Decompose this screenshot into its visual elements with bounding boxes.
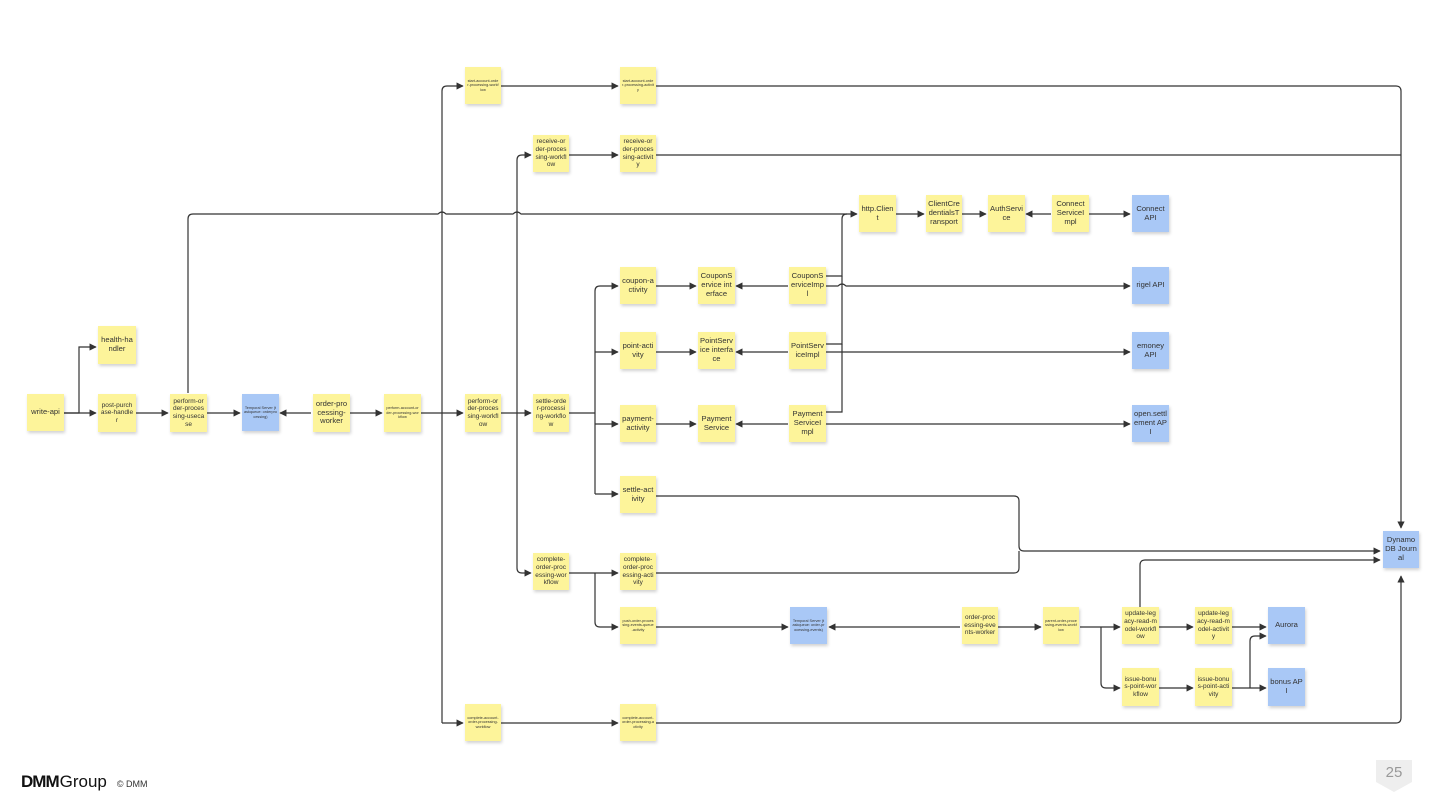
- perform-order-processing-workflow-note: perform-order-processing-workflow: [465, 394, 501, 432]
- issue-bonus-point-activity-note: issue-bonus-point-activity: [1195, 668, 1232, 706]
- connector: [64, 343, 97, 414]
- perform-order-processing-usecase-note: perform-order-processing-usecase: [170, 394, 207, 432]
- emoney-api-note: emoney API: [1132, 332, 1169, 369]
- page-number: 25: [1385, 764, 1403, 781]
- page-number-badge: 25: [1376, 760, 1412, 792]
- post-purchase-handler-note: post-purchase-handler: [98, 394, 136, 432]
- bonus-api-note: bonus API: [1268, 668, 1305, 706]
- page-badge-shape-icon: [1376, 760, 1412, 792]
- point-service-impl-note: PointServiceImpl: [789, 332, 826, 369]
- write-api-note: write-api: [27, 394, 64, 431]
- start-account-order-processing-activity-note: start-account-order-processing-activity: [620, 67, 656, 104]
- connector: [594, 282, 619, 494]
- connector: [516, 413, 532, 577]
- coupon-activity-note: coupon-activity: [620, 267, 656, 304]
- dynamodb-journal-note: DynamoDB Journal: [1383, 531, 1419, 568]
- connector: [656, 495, 1381, 555]
- temporal-server-order-processing-events-note: Temporal Server (taskqueue: order-proces…: [790, 607, 827, 644]
- perform-account-order-processing-workflow-note: perform-account-order-processing-workflo…: [384, 394, 421, 432]
- connector: [656, 551, 1020, 574]
- connector: [656, 575, 1405, 724]
- connect-api-note: Connect API: [1132, 195, 1169, 232]
- point-activity-note: point-activity: [620, 332, 656, 369]
- complete-order-processing-workflow-note: complete-order-processing-workflow: [533, 553, 569, 590]
- push-order-processing-events-queue-activity-note: push-order-processing-events-queue-activ…: [620, 607, 656, 644]
- auth-service-note: AuthService: [988, 195, 1025, 232]
- settle-activity-note: settle-activity: [620, 476, 656, 513]
- connector: [441, 82, 464, 723]
- complete-order-processing-activity-note: complete-order-processing-activity: [620, 553, 656, 590]
- logo-brand-text: DMM: [21, 772, 60, 791]
- connector: [1100, 627, 1121, 692]
- complete-account-order-processing-workflow-note: complete-account-order-processing-workfl…: [465, 704, 501, 741]
- connector: [826, 213, 848, 277]
- payment-service-note: PaymentService: [698, 405, 735, 442]
- copyright-text: © DMM: [116, 779, 148, 789]
- http-client-note: http.Client: [859, 195, 896, 232]
- coupon-service-impl-note: CouponServiceImpl: [789, 267, 826, 304]
- connector: [826, 344, 843, 413]
- health-handler-note: health-handler: [98, 326, 136, 364]
- parent-order-processing-events-workflow-note: parent-order-processing-events-workflow: [1043, 607, 1079, 644]
- connector: [656, 85, 1405, 529]
- payment-activity-note: payment-activity: [620, 405, 656, 442]
- connector: [1139, 556, 1381, 607]
- update-legacy-read-model-activity-note: update-legacy-read-model-activity: [1195, 607, 1232, 644]
- complete-account-order-processing-activity-note: complete-account-order-processing-activi…: [620, 704, 656, 741]
- update-legacy-read-model-workflow-note: update-legacy-read-model-workflow: [1122, 607, 1159, 644]
- connector: [1249, 632, 1267, 688]
- receive-order-processing-activity-note: receive-order-processing-activity: [620, 135, 656, 172]
- receive-order-processing-workflow-note: receive-order-processing-workflow: [533, 135, 569, 172]
- aurora-note: Aurora: [1268, 607, 1305, 644]
- connector: [826, 282, 1131, 290]
- connector: [187, 210, 858, 393]
- temporal-server-orderprocessing-note: Temporal Server (taskqueue: orderprocess…: [242, 394, 279, 431]
- logo-group-text: Group: [59, 772, 107, 791]
- open-settlement-api-note: open.settlement API: [1132, 405, 1169, 442]
- point-service-interface-note: PointService interface: [698, 332, 735, 369]
- connector: [516, 151, 532, 413]
- connector: [594, 573, 619, 631]
- dmm-group-logo: DMM Group © DMM: [21, 772, 148, 792]
- issue-bonus-point-workflow-note: issue-bonus-point-workflow: [1122, 668, 1159, 706]
- rigel-api-note: rigel API: [1132, 267, 1169, 304]
- payment-service-impl-note: PaymentServiceImpl: [789, 405, 826, 442]
- order-processing-worker-note: order-processing-worker: [313, 394, 350, 432]
- order-processing-events-worker-note: order-processing-events-worker: [962, 607, 998, 644]
- connect-service-impl-note: ConnectServiceImpl: [1052, 195, 1089, 232]
- settle-order-processing-workflow-note: settle-order-processing-workflow: [533, 394, 569, 432]
- start-account-order-processing-workflow-note: start-account-order-processing-workflow: [465, 67, 501, 104]
- coupon-service-interface-note: CouponService interface: [698, 267, 735, 304]
- client-credentials-transport-note: ClientCredentialsTransport: [926, 195, 962, 232]
